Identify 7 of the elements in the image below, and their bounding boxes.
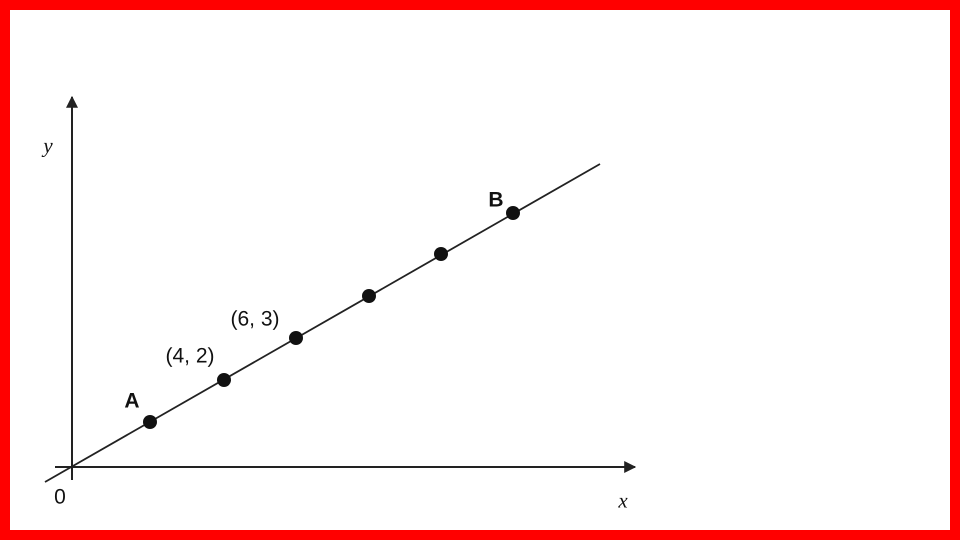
point-label: A — [124, 390, 140, 412]
coordinate-label: (6, 3) — [230, 308, 280, 330]
origin-label: 0 — [54, 486, 66, 508]
axis-label: y — [43, 136, 53, 156]
coordinate-label: (4, 2) — [166, 346, 214, 366]
axis-label: x — [618, 490, 628, 512]
point-label: B — [488, 190, 504, 210]
